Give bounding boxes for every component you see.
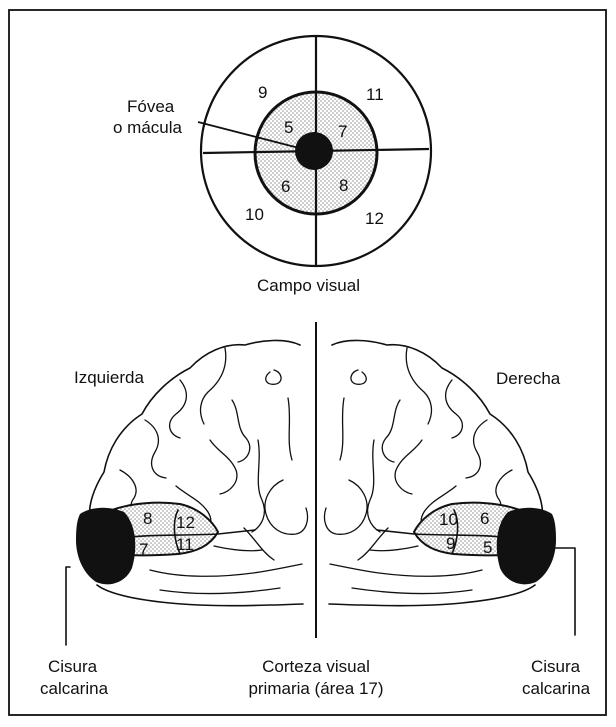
- cortex-caption-line2: primaria (área 17): [248, 679, 383, 698]
- left-sulcus: [244, 528, 274, 560]
- right-sulcus: [358, 528, 388, 560]
- right-leader-line: [556, 548, 575, 635]
- right-sulcus: [446, 380, 463, 438]
- right-region-number-10: 10: [439, 510, 458, 529]
- visual-field-caption: Campo visual: [257, 276, 360, 295]
- field-number-11: 11: [366, 85, 384, 104]
- left-region-number-12: 12: [176, 513, 195, 532]
- left-sulcus: [266, 370, 281, 384]
- right-region-number-6: 6: [480, 509, 489, 528]
- calcarine-left-line1: Cisura: [48, 657, 98, 676]
- field-number-9: 9: [258, 83, 267, 102]
- macula-number-7: 7: [338, 122, 347, 141]
- right-sulcus: [395, 440, 422, 494]
- macula-number-5: 5: [284, 118, 293, 137]
- calcarine-right-line1: Cisura: [531, 657, 581, 676]
- visual-field-diagram: 9 11 10 12 5 7 6 8 Fóvea o mácula Campo …: [113, 36, 431, 295]
- right-sulcus: [406, 348, 431, 424]
- macula-number-6: 6: [281, 177, 290, 196]
- right-occipital-pole: [497, 508, 556, 585]
- left-region-number-11: 11: [176, 535, 194, 554]
- field-number-12: 12: [365, 209, 384, 228]
- right-region-number-9: 9: [446, 534, 455, 553]
- right-sulcus: [351, 370, 366, 384]
- left-sulcus: [170, 380, 187, 438]
- right-sulcus: [368, 440, 380, 532]
- right-hemisphere-label: Derecha: [496, 369, 561, 388]
- left-sulcus: [201, 348, 226, 424]
- left-sulcus: [232, 400, 250, 462]
- left-sulcus: [145, 420, 166, 478]
- left-hemisphere-label: Izquierda: [74, 368, 144, 387]
- left-region-number-7: 7: [139, 540, 148, 559]
- right-sulcus: [340, 398, 344, 460]
- left-lower-gyrus: [214, 546, 262, 551]
- left-sulcus: [252, 440, 264, 532]
- left-cuneus: [265, 480, 308, 534]
- field-number-10: 10: [245, 205, 264, 224]
- right-region-number-5: 5: [483, 538, 492, 557]
- right-lower-gyrus: [370, 546, 418, 551]
- calcarine-right-line2: calcarina: [522, 679, 591, 698]
- fovea-label-line2: o mácula: [113, 118, 183, 137]
- fovea-dot: [295, 132, 333, 170]
- left-lower-gyrus: [150, 564, 302, 576]
- right-lower-gyrus: [330, 564, 482, 576]
- cortex-caption-line1: Corteza visual: [262, 657, 370, 676]
- macula-number-8: 8: [339, 176, 348, 195]
- fovea-label-line1: Fóvea: [127, 97, 175, 116]
- right-cuneus: [324, 480, 367, 534]
- left-leader-line: [66, 567, 70, 645]
- left-region-number-8: 8: [143, 509, 152, 528]
- left-lower-gyrus: [160, 588, 280, 594]
- left-sulcus: [210, 440, 237, 494]
- right-sulcus: [466, 420, 487, 478]
- left-occipital-pole: [76, 508, 135, 585]
- right-lower-gyrus: [352, 588, 472, 594]
- calcarine-left-line2: calcarina: [40, 679, 109, 698]
- left-sulcus: [288, 398, 292, 460]
- right-sulcus: [382, 400, 400, 462]
